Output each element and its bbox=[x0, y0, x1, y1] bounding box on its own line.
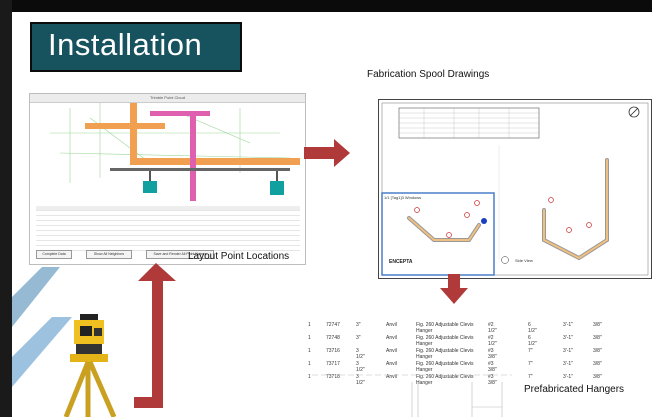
show-neighbors-button[interactable]: Show All Neighbors bbox=[86, 250, 132, 259]
layout-points-screenshot: Trimble Point Cloud C bbox=[29, 93, 306, 265]
side-view-label: Side View bbox=[515, 258, 533, 263]
prefabricated-hangers-label: Prefabricated Hangers bbox=[524, 384, 625, 395]
complete-data-button[interactable]: Complete Data bbox=[36, 250, 72, 259]
layout-window-title: Trimble Point Cloud bbox=[30, 94, 305, 103]
layout-points-table bbox=[36, 206, 300, 251]
total-station-image bbox=[63, 314, 117, 417]
pipe-model-view bbox=[50, 103, 300, 201]
brand-label: ENCEPTA bbox=[389, 259, 413, 265]
left-dark-band bbox=[0, 0, 12, 417]
layout-footer: Complete Data Show All Neighbors Save an… bbox=[36, 250, 300, 260]
presentation-slide: Installation Trimble Point Cloud bbox=[12, 12, 652, 417]
arrow-up-icon bbox=[134, 263, 176, 408]
hanger-sketches bbox=[312, 374, 512, 417]
layout-point-locations-label: Layout Point Locations bbox=[188, 251, 290, 262]
arrow-down-icon bbox=[440, 274, 468, 304]
render-point-names-button[interactable]: Save and Render All Point Names bbox=[146, 250, 214, 259]
arrow-right-icon bbox=[304, 139, 350, 167]
view-label: 1/1 [Tag1]3 Windows bbox=[384, 195, 422, 200]
title-banner: Installation bbox=[30, 22, 242, 72]
corner-decoration bbox=[12, 267, 72, 387]
fabrication-label: Fabrication Spool Drawings bbox=[367, 69, 490, 80]
slide-title: Installation bbox=[48, 27, 203, 62]
spool-drawing-sheet bbox=[381, 102, 649, 276]
fabrication-drawing: 1/1 [Tag1]3 Windows ENCEPTA Side View bbox=[378, 99, 652, 279]
